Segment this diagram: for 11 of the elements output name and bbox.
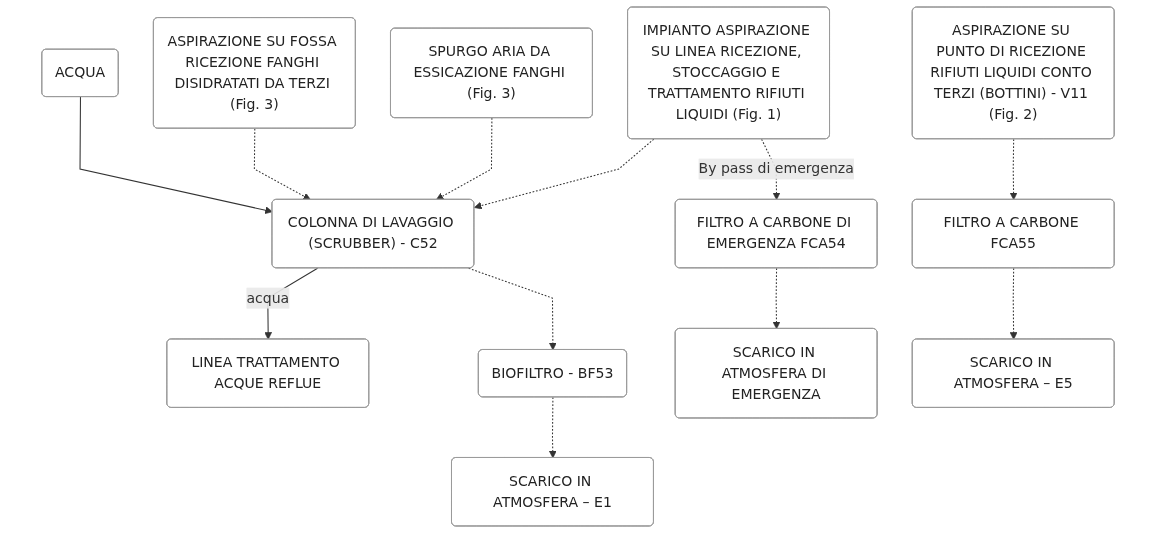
arrow xyxy=(253,128,311,201)
arrow xyxy=(772,267,781,330)
arrow xyxy=(548,396,557,459)
arrow xyxy=(474,138,655,210)
edge-label: acqua xyxy=(246,289,290,307)
arrow xyxy=(435,117,493,201)
arrow xyxy=(1009,138,1018,201)
arrow xyxy=(79,96,273,214)
edge-label: By pass di emergenza xyxy=(698,160,854,177)
arrow xyxy=(1009,267,1018,340)
arrow xyxy=(468,267,557,351)
